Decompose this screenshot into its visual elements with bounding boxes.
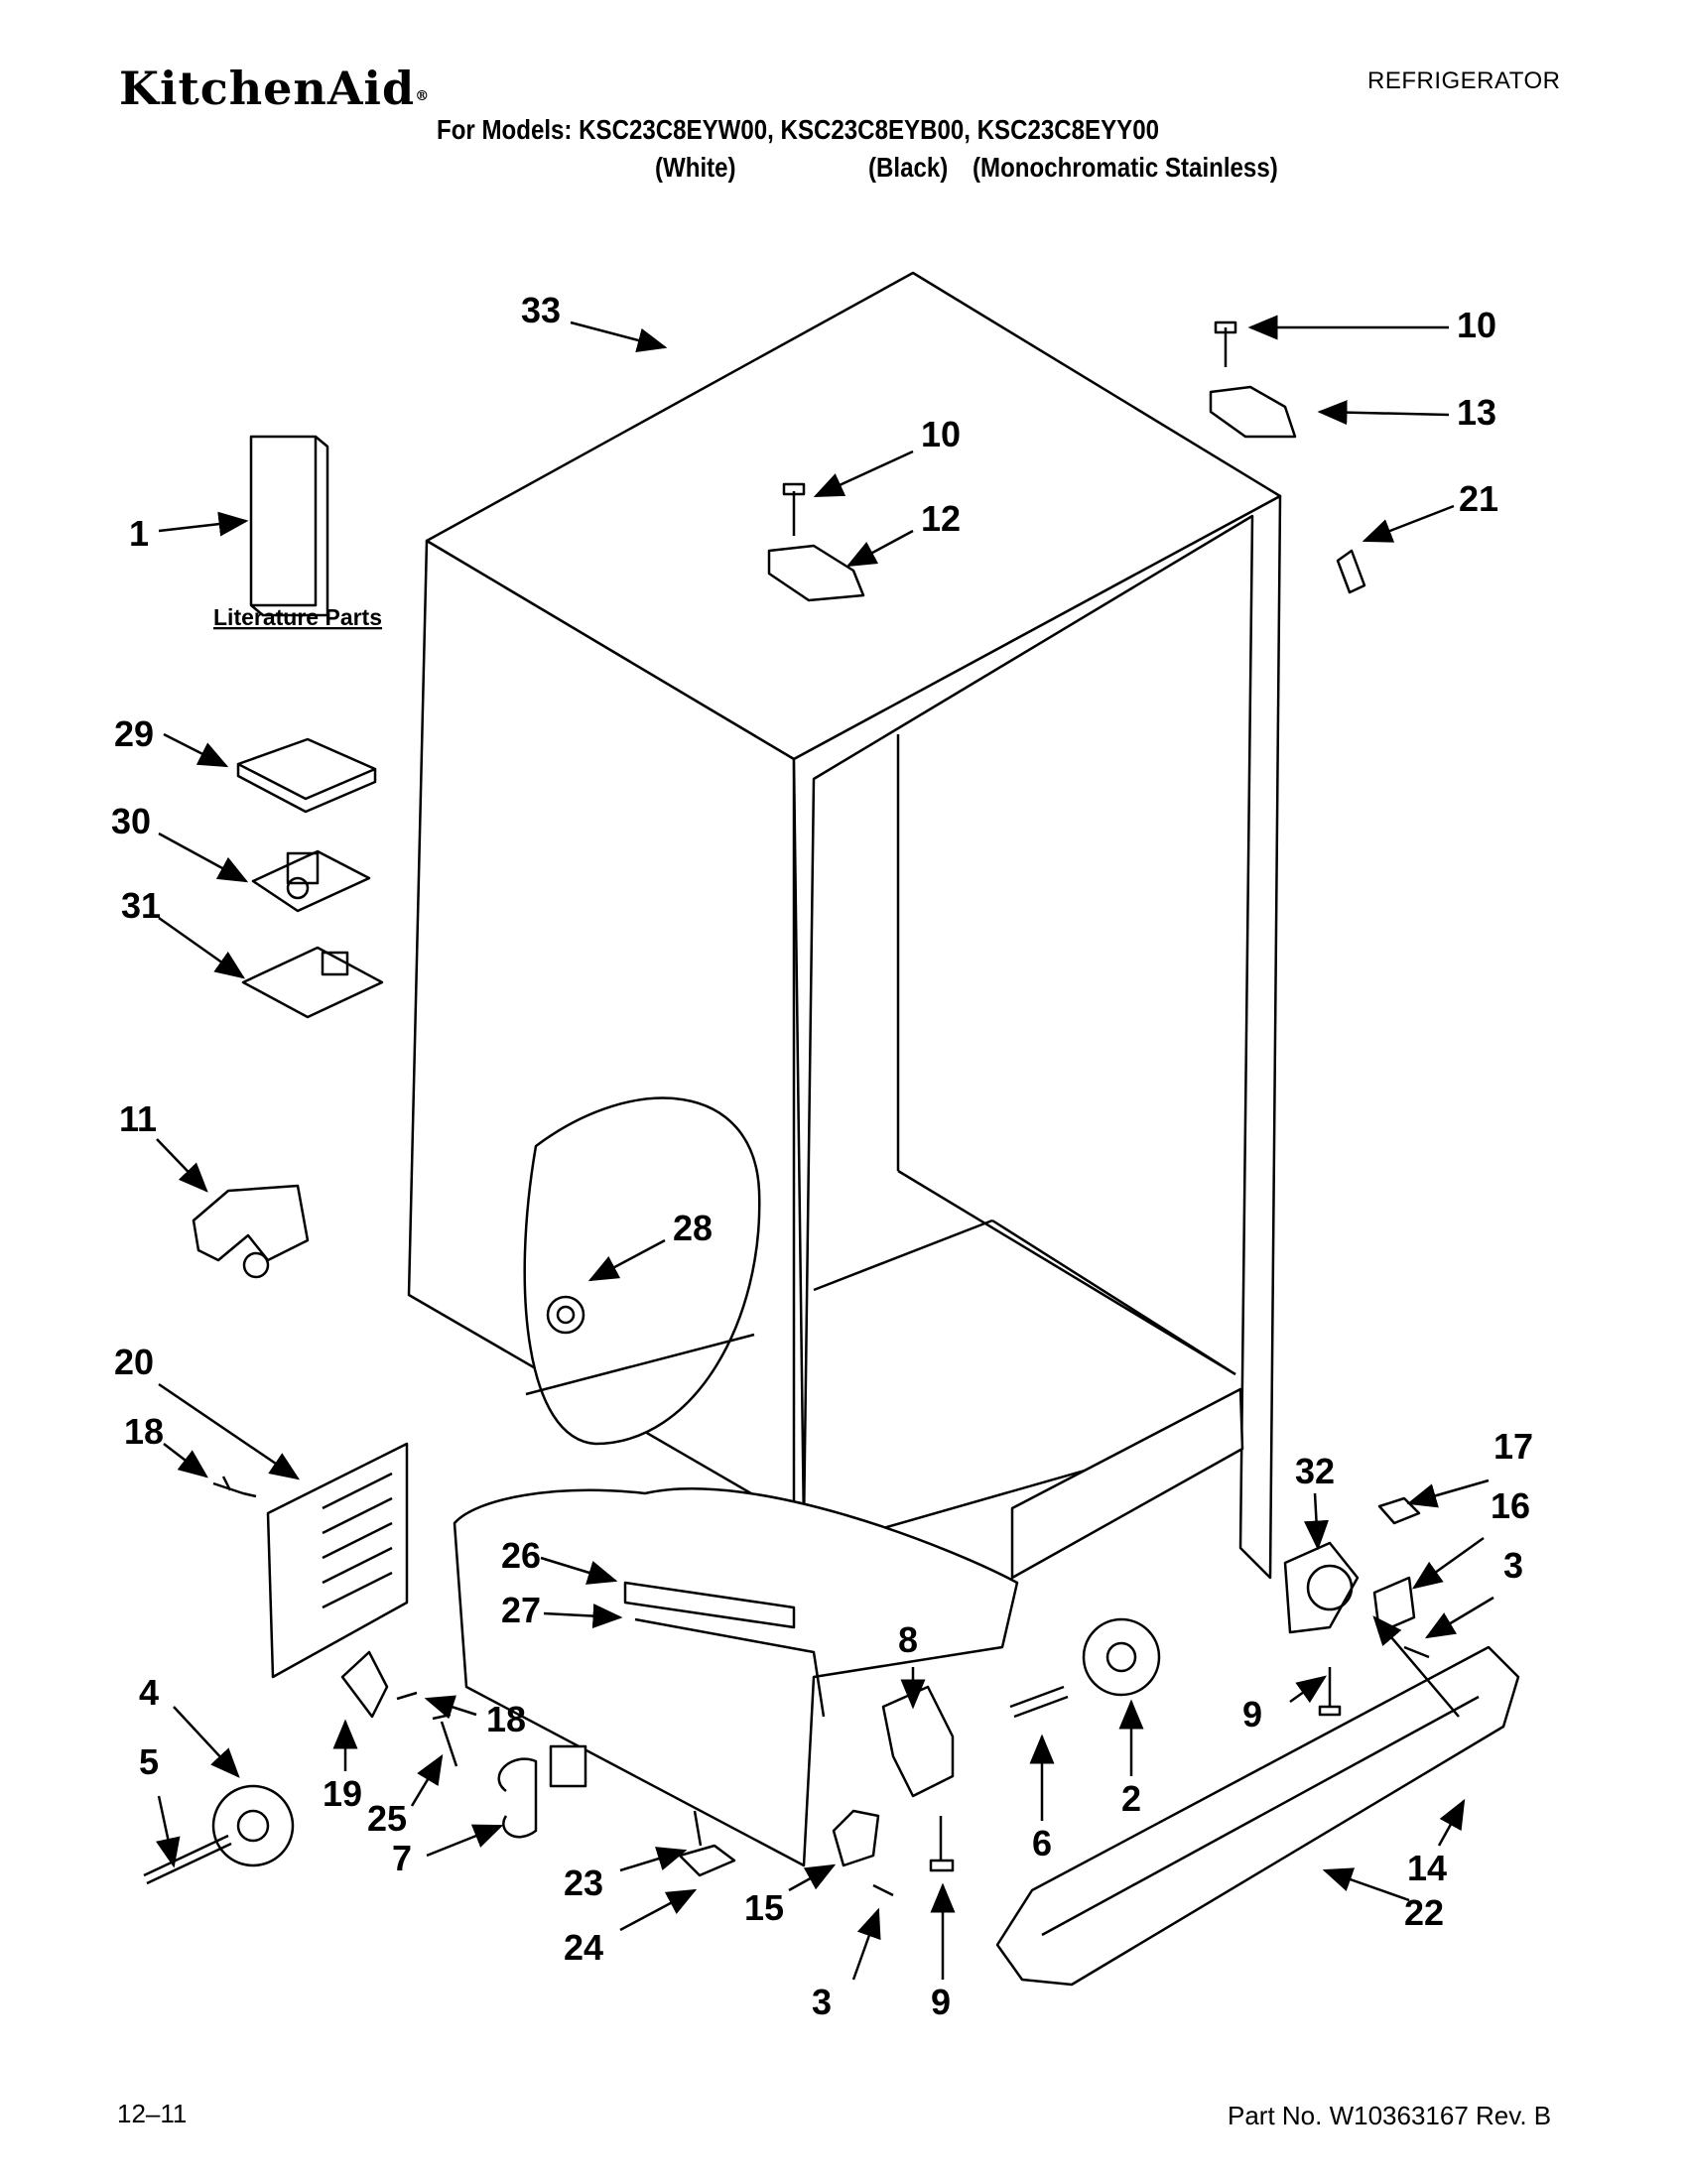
callout-18: 18 (486, 1699, 526, 1739)
callout-12: 12 (921, 498, 961, 539)
variant-white: (White) (655, 152, 736, 183)
callout-33: 33 (521, 290, 561, 330)
callout-26: 26 (501, 1535, 541, 1576)
drain-tube (497, 1757, 538, 1839)
models-line: For Models: KSC23C8EYW00, KSC23C8EYB00, … (437, 114, 1160, 145)
leveling-pad (678, 1844, 736, 1877)
top-hinge-left (767, 544, 865, 602)
callout-21: 21 (1459, 478, 1498, 519)
callout-9: 9 (931, 1982, 951, 2022)
callout-9-right: 9 (1242, 1694, 1262, 1734)
callout-24: 24 (564, 1927, 603, 1968)
part-number: Part No. W10363167 Rev. B (1228, 2101, 1552, 2130)
callout-2: 2 (1121, 1778, 1141, 1819)
callout-28: 28 (673, 1208, 713, 1248)
cabinet-right-frame (792, 494, 1282, 1580)
callout-3-right: 3 (1503, 1545, 1523, 1586)
callout-17: 17 (1493, 1426, 1533, 1467)
top-hinge-right (1209, 385, 1297, 439)
literature-booklet (249, 435, 329, 617)
roller-pin (1009, 1685, 1069, 1719)
variant-black: (Black) (868, 152, 949, 183)
callout-29: 29 (114, 713, 154, 754)
rear-grille (266, 1442, 409, 1679)
callout-20: 20 (114, 1342, 154, 1382)
callout-7: 7 (392, 1838, 412, 1878)
grille-screw (212, 1476, 257, 1498)
revision-date: 12–11 (117, 2099, 188, 2128)
callout-32: 32 (1295, 1451, 1335, 1491)
main-board (241, 946, 384, 1019)
leg-bracket (881, 1685, 955, 1798)
board-cover (236, 737, 377, 814)
callout-22: 22 (1404, 1892, 1444, 1933)
callout-10-top: 10 (1457, 305, 1496, 345)
cabinet-inner-lines (813, 734, 1236, 1550)
callout-5: 5 (139, 1741, 159, 1782)
cabinet-bottom-front (1010, 1387, 1244, 1580)
callout-11: 11 (119, 1098, 157, 1139)
callout-25: 25 (367, 1798, 407, 1839)
leveling-leg (929, 1816, 955, 1872)
callout-13: 13 (1457, 392, 1496, 433)
control-board (251, 849, 371, 913)
variant-stainless: (Monochromatic Stainless) (973, 152, 1278, 183)
water-valve (192, 1184, 310, 1262)
callout-23: 23 (564, 1863, 603, 1903)
callout-19: 19 (323, 1773, 362, 1814)
category-label: REFRIGERATOR (1367, 67, 1561, 94)
front-roller (1082, 1617, 1161, 1697)
roller-bracket (340, 1650, 389, 1719)
callout-8: 8 (898, 1619, 918, 1660)
rear-roller (211, 1784, 295, 1867)
roller-housing (1283, 1541, 1360, 1634)
callout-6: 6 (1032, 1823, 1052, 1863)
callout-15: 15 (744, 1887, 784, 1928)
callout-4: 4 (139, 1672, 159, 1713)
callout-1: 1 (129, 513, 149, 554)
callout-10: 10 (921, 414, 961, 454)
callout-18-left: 18 (124, 1411, 164, 1452)
hinge-bracket (832, 1809, 880, 1867)
callout-16: 16 (1491, 1485, 1530, 1526)
callout-31: 31 (121, 885, 161, 926)
hinge-cap (1336, 549, 1366, 594)
callout-3: 3 (812, 1982, 832, 2022)
literature-parts-label: Literature Parts (213, 604, 382, 630)
cutaway-back (523, 1096, 761, 1446)
brand-logo: KitchenAid® (119, 62, 431, 115)
callout-14: 14 (1407, 1848, 1447, 1888)
callout-30: 30 (111, 801, 151, 841)
callout-27: 27 (501, 1590, 541, 1630)
roller-axle (143, 1834, 232, 1885)
